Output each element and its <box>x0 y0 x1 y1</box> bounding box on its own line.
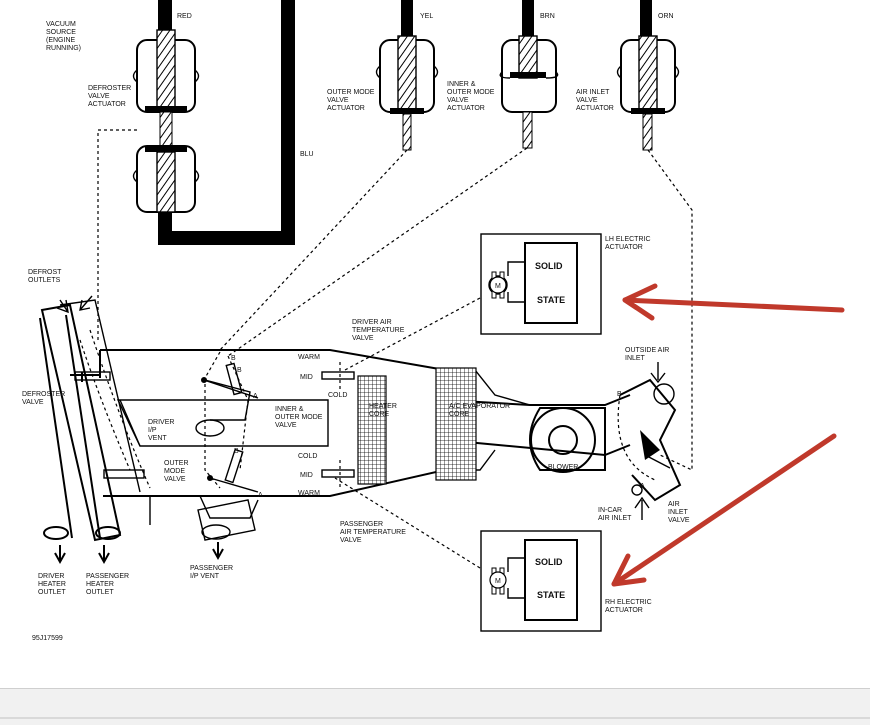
rh-solid-label: SOLID <box>535 557 563 567</box>
air-inlet-assembly <box>617 362 682 520</box>
lh-solid-label: SOLID <box>535 261 563 271</box>
rh-electric-actuator <box>480 530 602 632</box>
valve-letter-a-1: A <box>253 393 258 400</box>
temperature-valves <box>321 362 355 490</box>
air-inlet-valve-actuator <box>616 35 680 151</box>
rh-state-label: STATE <box>537 590 565 600</box>
wire-orn-label: ORN <box>658 13 674 20</box>
wire-blu-label: BLU <box>300 151 314 158</box>
lh-electric-actuator <box>480 233 602 335</box>
heater-core <box>357 375 387 485</box>
wire-red-label: RED <box>177 13 192 20</box>
mode-valve-links <box>201 362 259 493</box>
wire-yel-label: YEL <box>420 13 433 20</box>
outlet-arrows <box>54 295 224 565</box>
window-footer-bar <box>0 688 870 725</box>
inlet-letter-a: A <box>640 483 645 490</box>
outlet-ducts <box>39 299 256 542</box>
valve-letter-a-2: A <box>258 492 263 499</box>
ac-evaporator-core <box>435 367 477 481</box>
footer-divider <box>0 717 870 719</box>
valve-letter-b-3: B <box>234 448 239 455</box>
warm-bottom-label: WARM <box>298 490 320 497</box>
lh-motor-label: M <box>495 283 501 290</box>
vacuum-hoses <box>158 0 652 245</box>
blower-label: BLOWER <box>548 464 578 471</box>
inlet-letter-b: B <box>617 391 622 398</box>
figure-id: 95J17599 <box>32 635 63 642</box>
cold-top-label: COLD <box>328 392 347 399</box>
warm-top-label: WARM <box>298 354 320 361</box>
wire-brn-label: BRN <box>540 13 555 20</box>
blower <box>529 407 606 473</box>
mid-bottom-label: MID <box>300 472 313 479</box>
lh-state-label: STATE <box>537 295 565 305</box>
outer-mode-valve-actuator <box>375 35 439 151</box>
defroster-valve-actuator <box>132 29 200 213</box>
inner-outer-mode-valve-actuator <box>499 35 559 149</box>
pointer-arrows <box>611 283 845 587</box>
rh-motor-label: M <box>495 578 501 585</box>
cold-bottom-label: COLD <box>298 453 317 460</box>
valve-letter-b-2: B <box>237 367 242 374</box>
valve-letter-b-1: B <box>231 355 236 362</box>
mid-top-label: MID <box>300 374 313 381</box>
